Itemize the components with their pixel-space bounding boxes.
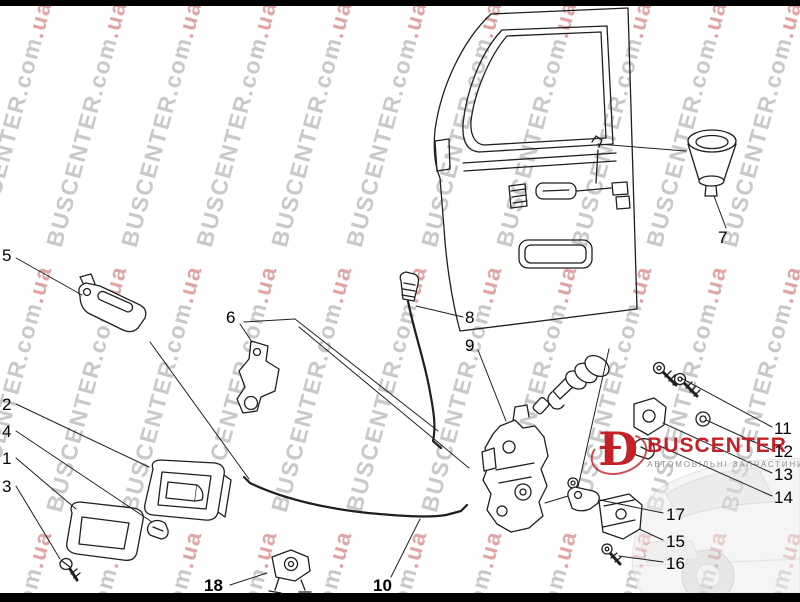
- buscenter-logo-icon: Đ: [585, 422, 653, 482]
- part-18-drawing: [268, 549, 312, 594]
- logo-tagline-text: АВТОМОБІЛЬНІ ЗАПЧАСТИНИ: [647, 460, 800, 469]
- letterbox-bar-top: [0, 0, 800, 6]
- van-photo-drawing: [631, 457, 800, 602]
- part-label-9: 9: [465, 336, 475, 355]
- letterbox-bar-bottom: [0, 593, 800, 602]
- part-label-1: 1: [2, 449, 12, 468]
- part-label-2: 2: [2, 395, 12, 414]
- inner-handle-drawing: [66, 459, 232, 561]
- logo-text-block: BUSCENTER АВТОМОБІЛЬНІ ЗАПЧАСТИНИ: [647, 424, 800, 470]
- part-10-rod-drawing: [242, 475, 469, 518]
- part-label-13: 13: [774, 465, 793, 484]
- part-label-5: 5: [2, 246, 12, 265]
- lock-cylinder-drawing: [532, 355, 610, 415]
- part-9-drawing: [481, 404, 549, 533]
- part-label-3: 3: [2, 477, 12, 496]
- logo-brand-text: BUSCENTER: [647, 434, 787, 457]
- part-label-6: 6: [226, 308, 236, 327]
- part-label-4: 4: [2, 422, 12, 441]
- part-label-14: 14: [774, 488, 793, 507]
- part-13-14-drawing: [632, 397, 711, 460]
- part-label-15: 15: [666, 532, 685, 551]
- logo-glyph-text: Đ: [598, 422, 639, 476]
- part-15-16-17-drawing: [567, 477, 643, 566]
- part-6-drawing: [236, 340, 280, 414]
- door-drawing: [433, 7, 638, 332]
- part-8-drawing: [399, 271, 443, 450]
- part-3-drawing: [59, 557, 81, 582]
- screws-drawing: [652, 361, 701, 398]
- leader-lines: [15, 143, 773, 586]
- part-7-drawing: [687, 129, 737, 197]
- part-label-17: 17: [666, 505, 685, 524]
- part-label-16: 16: [666, 554, 685, 573]
- part-label-8: 8: [465, 308, 475, 327]
- part-label-7: 7: [718, 228, 728, 247]
- part-label-12: 12: [774, 442, 793, 461]
- part-label-11: 11: [774, 419, 792, 438]
- buscenter-logo: Đ BUSCENTER АВТОМОБІЛЬНІ ЗАПЧАСТИНИ: [585, 422, 800, 482]
- part-5-drawing: [78, 273, 147, 333]
